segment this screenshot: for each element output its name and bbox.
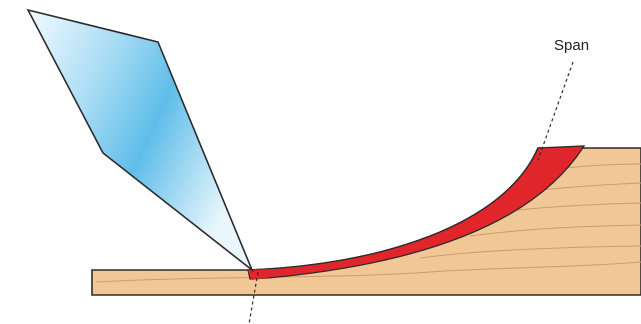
cut-chip (247, 145, 586, 280)
cut-tip (248, 269, 275, 280)
grain-line (469, 224, 641, 237)
grain-line (95, 261, 641, 283)
grain-line (419, 245, 641, 259)
grain-line (564, 163, 641, 169)
span-leader-line (537, 61, 574, 161)
knife-blade-icon (26, 8, 254, 273)
span-label: Span (554, 37, 589, 54)
tip-leader-line (248, 271, 259, 324)
grain-line (539, 182, 641, 191)
